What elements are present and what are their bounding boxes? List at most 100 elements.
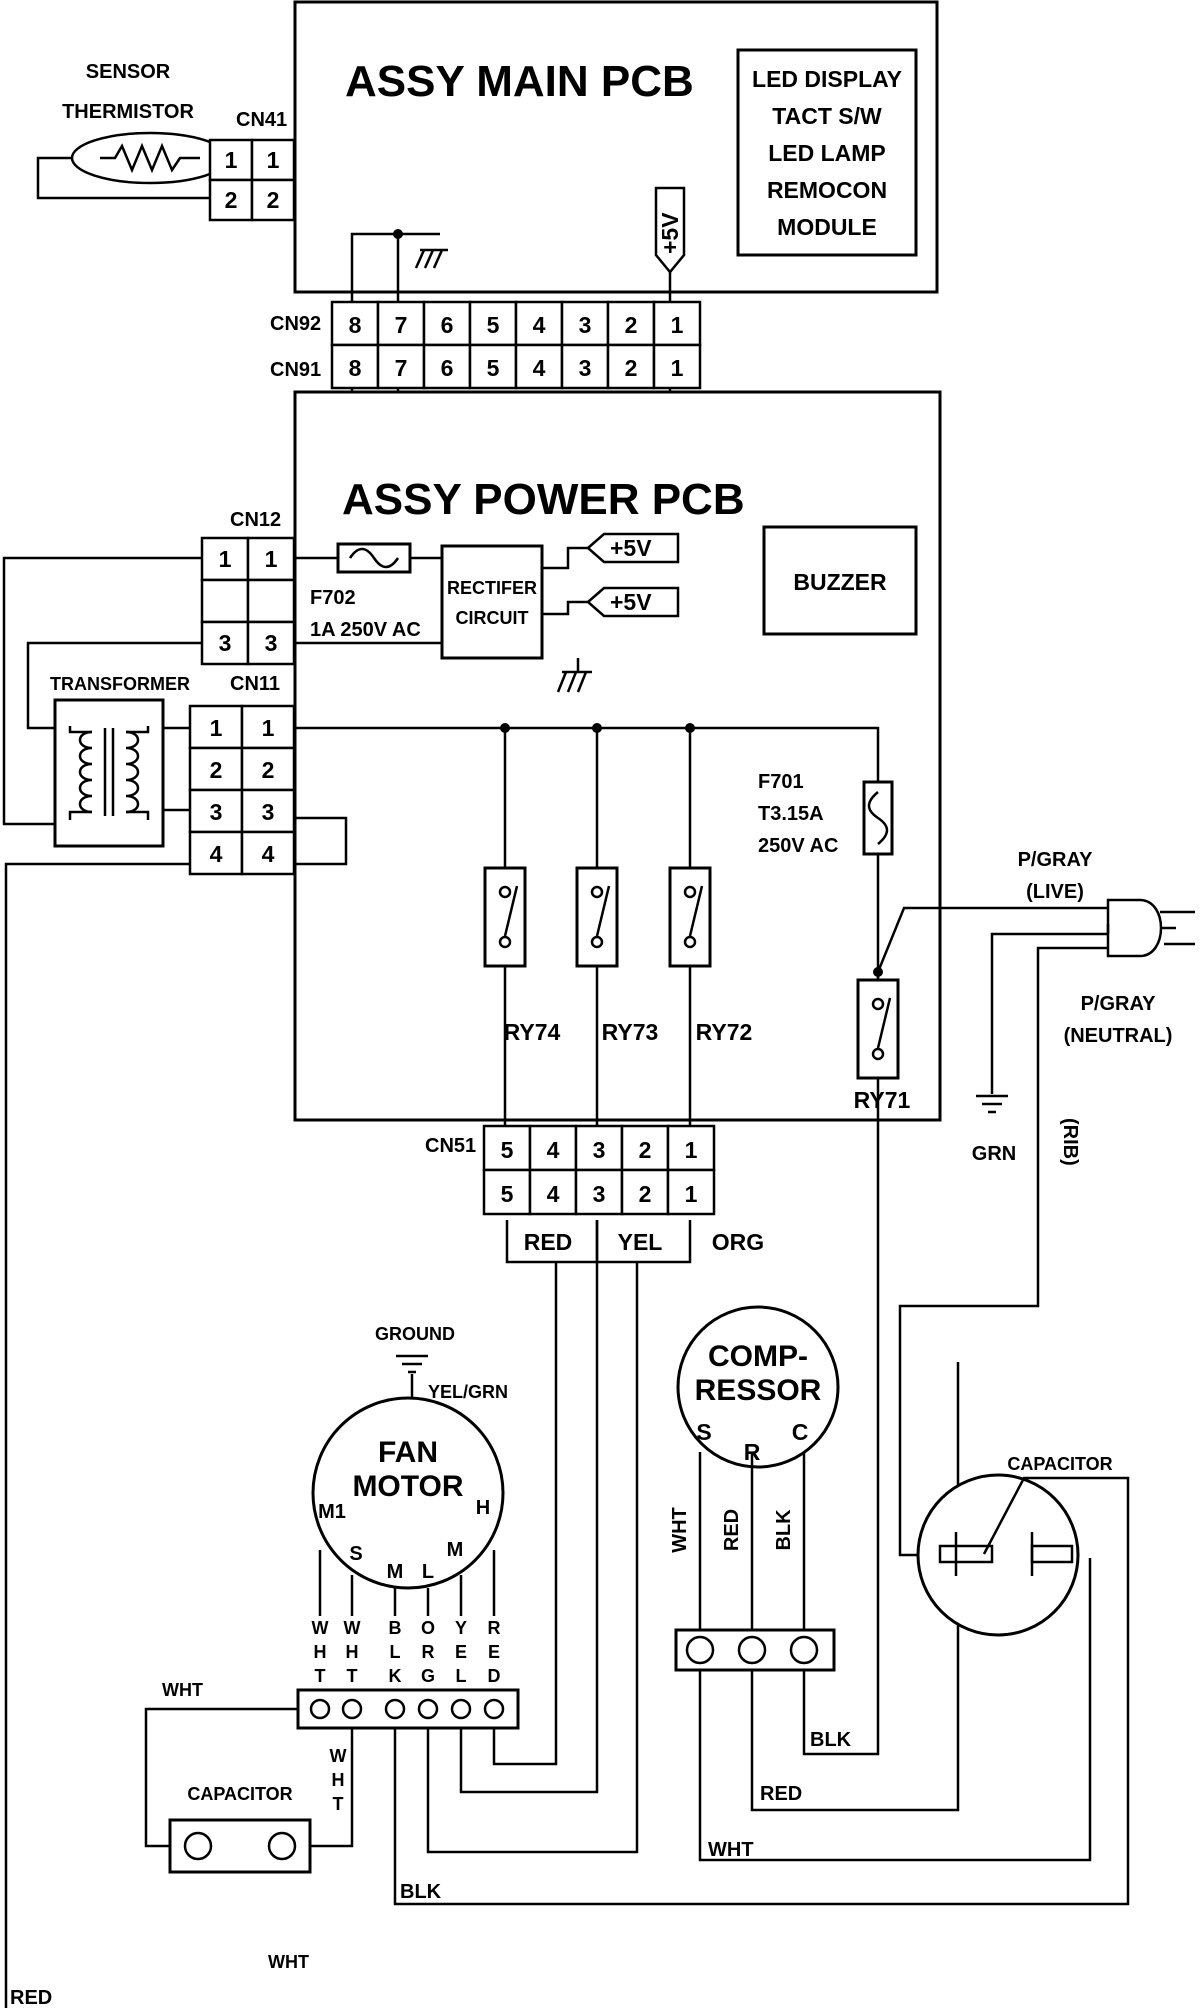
fan-ground-label: GROUND [375,1324,455,1344]
svg-text:3: 3 [210,799,223,825]
fan-lead-color-letter: W [344,1618,361,1638]
fan-motor-label-2: MOTOR [352,1470,463,1503]
compressor-lead-label: RED [721,1509,743,1551]
rectifier-5v-arrow-1 [586,532,680,564]
fan-lead-color-letter: D [488,1666,501,1686]
fan-terminal-block [296,1688,520,1730]
transformer-coils [68,726,150,820]
fan-terminal-label: M1 [318,1501,346,1523]
comp-wht-label: WHT [708,1839,754,1861]
fan-lead-color-letter: W [312,1618,329,1638]
plug-live-label-1: P/GRAY [1018,849,1094,871]
svg-text:1: 1 [219,546,232,572]
cn12-pin1-to-transformer [2,556,202,826]
live-plug-wire [876,906,1108,973]
relay-switch-arm [688,885,704,937]
relay-coil-box [856,978,900,1080]
fan-capacitor-box [168,1818,312,1874]
rectifier-label-2: CIRCUIT [456,608,529,628]
fan-motor-body [311,1396,505,1590]
cn51-wire-yel: YEL [618,1229,663,1255]
compressor-terminal-label: C [792,1419,809,1445]
fan-lead-color-letter: B [389,1618,402,1638]
compressor-lead-label: WHT [669,1507,691,1553]
cn91-pin-cell [376,343,426,390]
cn91-pin-number: 6 [441,355,454,381]
bottom-red-label: RED [10,1987,52,2009]
main-block-line-5: MODULE [777,214,877,240]
cn91-pin-number: 2 [625,355,638,381]
comp-red-label: RED [760,1783,802,1805]
comp-blk-wire [802,1120,880,1756]
power-plug-icon [1106,898,1195,958]
cn91-pin-cell [652,343,702,390]
relay-label-ry74: RY74 [504,1019,561,1045]
cn91-label: CN91 [270,359,321,381]
bottom-blk-label: BLK [400,1881,442,1903]
main-pcb-title: ASSY MAIN PCB [345,57,694,106]
transformer-box [53,698,165,848]
cn91-pin-number: 3 [579,355,592,381]
plug-neutral-label-1: P/GRAY [1081,993,1157,1015]
rectifier-label-1: RECTIFER [447,578,537,598]
relay-contact-bottom [683,935,697,949]
relay-coil-box [575,866,619,968]
power-pcb-title: ASSY POWER PCB [342,475,745,524]
run-capacitor-body [916,1473,1080,1637]
compressor-lead-label: BLK [773,1509,795,1551]
run-capacitor-label: CAPACITOR [1007,1454,1112,1474]
live-bus [294,726,880,782]
cn51-bottom-pin-number: 3 [593,1181,606,1207]
plug-live-label-2: (LIVE) [1026,881,1084,903]
sensor-label-2: THERMISTOR [62,101,194,123]
cn92-pin-number: 7 [395,312,408,338]
relay-contact-top [871,997,885,1011]
relay-contact-top [683,885,697,899]
thermistor-body [70,131,230,185]
svg-text:2: 2 [262,757,275,783]
relay-contact-top [590,885,604,899]
cn92-pin-cell [606,300,656,347]
f702-fuse-element [348,547,400,569]
relay-contact-bottom [871,1047,885,1061]
sensor-label-1: SENSOR [86,61,171,83]
fan-lead-color-letter: R [488,1618,501,1638]
thermistor-loop [36,156,210,200]
relay-switch-arm [595,885,611,937]
fan-lead-color-letter: L [456,1666,467,1686]
cn41-label: CN41 [236,109,287,131]
fan-blk-to-cap [393,1476,1130,1906]
cn51-top-pin-number: 4 [547,1137,560,1163]
fan-terminal-screw [384,1698,406,1720]
relay-switch-arm [503,885,519,937]
f701-label: F701 [758,771,804,793]
relay-coil-box [668,866,712,968]
cn12-connector: 1 1 3 3 [200,536,296,666]
main-block-line-1: LED DISPLAY [752,66,902,92]
fan-lead-color-letter: H [314,1642,327,1662]
cn92-pin-number: 2 [625,312,638,338]
cn92-pin-number: 1 [671,312,684,338]
fan-lead-color-letter: E [488,1642,500,1662]
svg-text:1: 1 [225,147,238,173]
fan-wht-vertical-3: T [333,1794,344,1814]
fan-lead-color-letter: E [455,1642,467,1662]
cn51-bottom-pin-cell [666,1168,716,1216]
relay-switch-arm [876,997,892,1049]
fan-lead-color-letter: O [421,1618,435,1638]
cn51-top-pin-cell [620,1124,670,1172]
compressor-terminal-screw [789,1635,819,1665]
plug-ground-icon [976,1094,1008,1114]
fan-terminal-screw [309,1698,331,1720]
compressor-label-2: RESSOR [695,1374,822,1407]
fan-lead-color-letter: G [421,1666,435,1686]
fan-lead-color-letter: H [346,1642,359,1662]
fan-wht-vertical-2: H [332,1770,345,1790]
cn92-pin-number: 8 [349,312,362,338]
bottom-wht-label: WHT [268,1952,309,1972]
main-block-box [736,48,918,257]
svg-text:4: 4 [262,841,275,867]
relay-contact-bottom [498,935,512,949]
